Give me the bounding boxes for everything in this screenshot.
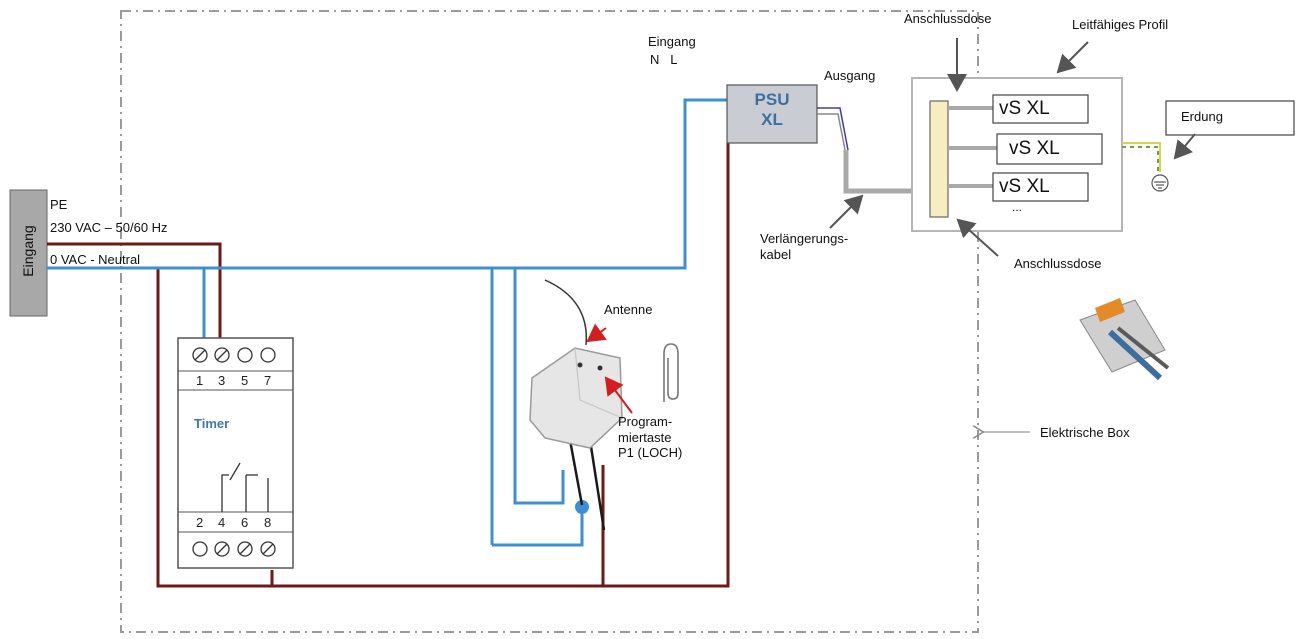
psu-box xyxy=(726,84,818,144)
timer-terminal-bottom-2: 2 xyxy=(196,515,204,530)
annotation-arrows xyxy=(586,38,1196,432)
psu-label: PSU XL xyxy=(727,90,817,129)
vsxl-label-2: vS XL xyxy=(1009,138,1060,159)
junction-box-bottom-label: Anschlussdose xyxy=(1014,256,1102,271)
timer-terminal-bottom-6: 6 xyxy=(241,515,249,530)
pe-label: PE xyxy=(50,197,68,212)
psu-label-line1: PSU xyxy=(754,90,790,109)
vsxl-box-1 xyxy=(992,94,1089,124)
electrical-box-label: Elektrische Box xyxy=(1040,425,1130,440)
neutral-wires xyxy=(47,98,727,547)
output-label: Ausgang xyxy=(824,68,876,83)
psu-label-line2: XL xyxy=(761,109,783,129)
connector-strip xyxy=(929,100,949,218)
vsxl-box-3 xyxy=(992,172,1089,202)
timer-terminal-bottom-8: 8 xyxy=(264,515,272,530)
paperclip-icon xyxy=(663,343,679,402)
wago-connector-icon xyxy=(1079,298,1170,381)
junction-dot xyxy=(575,500,589,514)
psu-output-wires xyxy=(817,107,849,151)
earth-wire xyxy=(1122,142,1161,172)
antenna-wire xyxy=(544,279,588,346)
connector-stubs xyxy=(948,106,997,188)
timer-terminal-top-5: 5 xyxy=(241,373,249,388)
earth-label: Erdung xyxy=(1181,109,1223,124)
receiver-wires xyxy=(568,439,606,531)
timer-terminal-top-1: 1 xyxy=(196,373,204,388)
input-top-label: Eingang xyxy=(648,34,696,49)
electrical-box-outline xyxy=(120,10,979,633)
vac230-label: 230 VAC – 50/60 Hz xyxy=(50,220,168,235)
extension-cable-label: Verlängerungs- kabel xyxy=(760,231,849,262)
timer-terminal-top-7: 7 xyxy=(264,373,272,388)
conductive-profile-label: Leitfähiges Profil xyxy=(1072,17,1169,32)
input-block xyxy=(9,189,48,317)
extension-cable xyxy=(843,150,930,194)
timer-terminal-top-3: 3 xyxy=(218,373,226,388)
antenna-label: Antenne xyxy=(604,302,653,317)
n-l-label: N L xyxy=(650,52,678,67)
junction-box-top-label: Anschlussdose xyxy=(904,11,992,26)
receiver-module xyxy=(529,347,623,449)
ground-symbol-icon xyxy=(1151,174,1169,192)
vac0-label: 0 VAC - Neutral xyxy=(50,252,141,267)
timer-terminal-bottom-4: 4 xyxy=(218,515,226,530)
timer-device xyxy=(177,337,294,569)
vsxl-ellipsis: ... xyxy=(1012,200,1023,214)
timer-label: Timer xyxy=(194,416,230,431)
erdung-box xyxy=(1165,100,1295,136)
programming-button-label: Program- miertaste P1 (LOCH) xyxy=(618,414,683,461)
input-label: Eingang xyxy=(20,225,36,277)
vsxl-box-2 xyxy=(996,133,1103,165)
live-wires xyxy=(47,121,730,588)
vsxl-label-3: vS XL xyxy=(999,176,1050,197)
vsxl-label-1: vS XL xyxy=(999,98,1050,119)
